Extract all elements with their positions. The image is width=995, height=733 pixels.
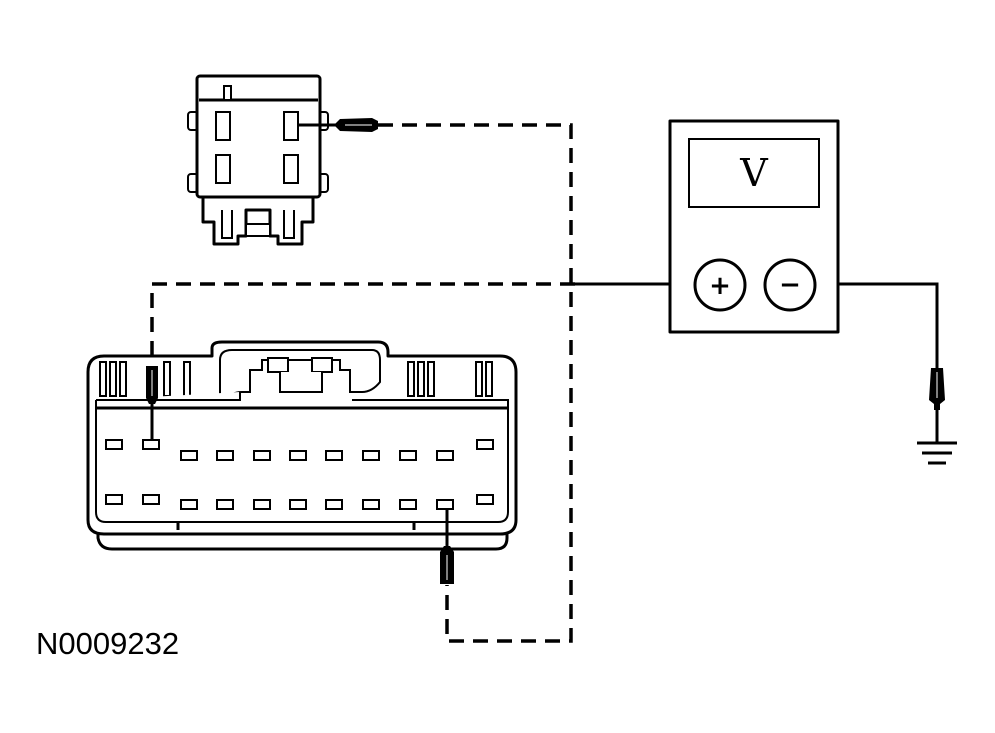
voltmeter-display-symbol: V	[739, 151, 768, 195]
ground-probe-icon	[929, 368, 945, 410]
positive-terminal	[693, 258, 747, 312]
module-lower-probe-icon	[440, 509, 454, 584]
lower-pin-row	[105, 494, 494, 510]
jumper-wire-to-connector-top	[378, 123, 573, 643]
small-connector	[187, 74, 338, 246]
top-probe-icon	[334, 118, 378, 132]
figure-id: N0009232	[36, 626, 180, 661]
negative-terminal	[763, 258, 817, 312]
negative-terminal-label: −	[779, 270, 801, 300]
jumper-wire-to-module	[150, 282, 575, 380]
voltmeter: V + −	[668, 119, 840, 334]
right-ribs-icon	[407, 361, 493, 397]
upper-pin-row	[105, 439, 494, 461]
voltmeter-display	[688, 138, 820, 208]
negative-lead-wire	[815, 282, 939, 372]
positive-terminal-label: +	[709, 271, 731, 301]
left-ribs-icon	[99, 361, 191, 397]
ground-icon	[917, 405, 957, 465]
module-upper-probe-icon	[146, 366, 158, 440]
module-connector	[86, 340, 518, 551]
